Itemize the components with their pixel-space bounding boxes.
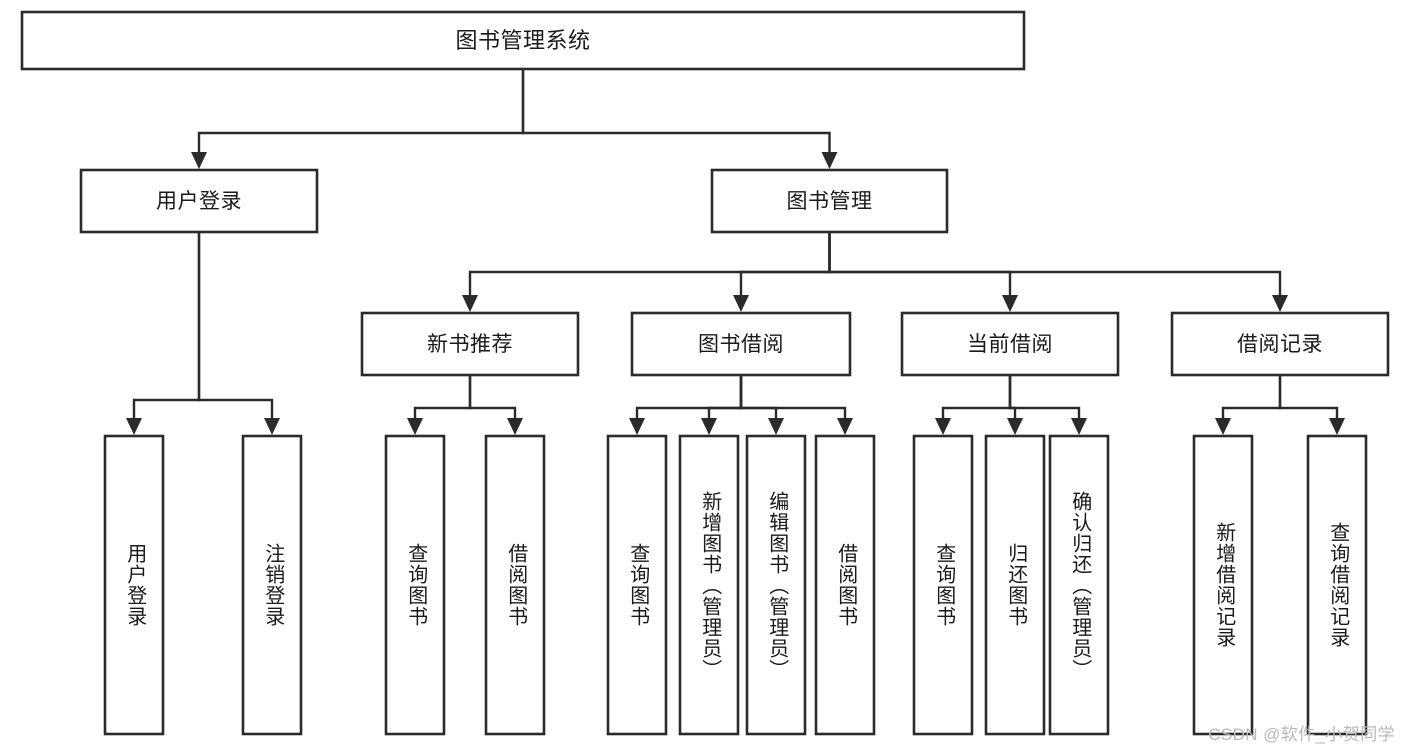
node-box-user-login[interactable] bbox=[79, 168, 319, 234]
edge-root-to-user-login bbox=[191, 69, 525, 169]
node-box-leaf-query-book-1[interactable] bbox=[384, 434, 446, 736]
arrow-head-icon bbox=[935, 418, 951, 435]
edges-layer bbox=[126, 69, 1345, 435]
arrow-head-icon bbox=[701, 418, 717, 435]
edge-book-management-to-borrow-record bbox=[828, 232, 1288, 312]
edge-user-login-to-leaf-user-login bbox=[126, 232, 201, 435]
arrow-head-icon bbox=[507, 418, 523, 435]
arrow-head-icon bbox=[1002, 295, 1018, 312]
node-box-leaf-query-book-2[interactable] bbox=[606, 434, 668, 736]
nodes-layer bbox=[20, 10, 1390, 736]
arrow-head-icon bbox=[1071, 418, 1087, 435]
node-box-leaf-user-login[interactable] bbox=[103, 434, 165, 736]
edge-borrow-record-to-leaf-query-borrow-record bbox=[1278, 375, 1345, 435]
edge-book-borrow-to-leaf-borrow-book-2 bbox=[739, 375, 853, 435]
node-box-new-book-recommend[interactable] bbox=[360, 311, 580, 377]
arrow-head-icon bbox=[1215, 418, 1231, 435]
arrow-head-icon bbox=[407, 418, 423, 435]
arrow-head-icon bbox=[1272, 295, 1288, 312]
arrow-head-icon bbox=[462, 295, 478, 312]
edge-book-management-to-book-borrow bbox=[733, 232, 831, 312]
node-box-book-management[interactable] bbox=[710, 168, 949, 234]
edge-borrow-record-to-leaf-add-borrow-record bbox=[1215, 375, 1282, 435]
arrow-head-icon bbox=[768, 418, 784, 435]
node-box-leaf-confirm-return-admin[interactable] bbox=[1048, 434, 1110, 736]
edge-root-to-book-management bbox=[521, 69, 838, 169]
arrow-head-icon bbox=[1007, 418, 1023, 435]
edge-user-login-to-leaf-logout-login bbox=[197, 232, 280, 435]
arrow-head-icon bbox=[733, 295, 749, 312]
arrow-head-icon bbox=[126, 418, 142, 435]
node-box-leaf-return-book[interactable] bbox=[984, 434, 1046, 736]
arrow-head-icon bbox=[264, 418, 280, 435]
edge-book-borrow-to-leaf-add-book-admin bbox=[701, 375, 743, 435]
node-box-leaf-logout-login[interactable] bbox=[241, 434, 303, 736]
node-box-book-borrow[interactable] bbox=[630, 311, 852, 377]
arrow-head-icon bbox=[191, 152, 207, 169]
node-box-leaf-add-book-admin[interactable] bbox=[678, 434, 740, 736]
node-box-leaf-query-borrow-record[interactable] bbox=[1306, 434, 1368, 736]
arrow-head-icon bbox=[821, 152, 838, 169]
arrow-head-icon bbox=[629, 418, 645, 435]
edge-current-borrow-to-leaf-query-book-3 bbox=[935, 375, 1012, 435]
arrow-head-icon bbox=[1329, 418, 1345, 435]
edge-current-borrow-to-leaf-confirm-return-admin bbox=[1008, 375, 1087, 435]
node-box-leaf-query-book-3[interactable] bbox=[912, 434, 974, 736]
node-box-leaf-borrow-book-1[interactable] bbox=[484, 434, 546, 736]
node-box-root[interactable] bbox=[20, 10, 1026, 71]
edge-book-borrow-to-leaf-edit-book-admin bbox=[739, 375, 784, 435]
node-box-leaf-borrow-book-2[interactable] bbox=[814, 434, 876, 736]
node-box-borrow-record[interactable] bbox=[1170, 311, 1390, 377]
node-box-current-borrow[interactable] bbox=[900, 311, 1120, 377]
edge-new-book-recommend-to-leaf-query-book-1 bbox=[407, 375, 472, 435]
node-box-leaf-add-borrow-record[interactable] bbox=[1192, 434, 1254, 736]
arrow-head-icon bbox=[837, 418, 853, 435]
node-box-leaf-edit-book-admin[interactable] bbox=[745, 434, 807, 736]
edge-book-borrow-to-leaf-query-book-2 bbox=[629, 375, 743, 435]
edge-new-book-recommend-to-leaf-borrow-book-1 bbox=[468, 375, 523, 435]
